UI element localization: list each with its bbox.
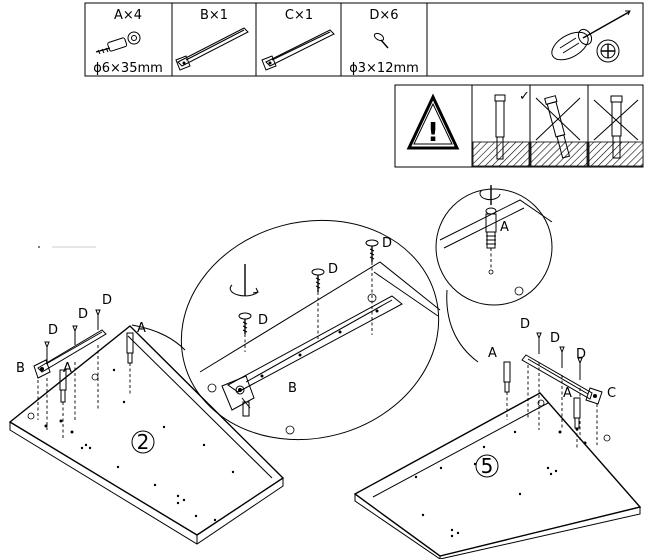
callout-a-left-2: A: [63, 361, 72, 376]
panel-step-2: 2 D: [8, 293, 285, 545]
callout-d-zoom-3: D: [258, 313, 268, 328]
panel-holes-right: [414, 399, 611, 538]
callout-a-right-2: A: [563, 386, 572, 401]
warning-table: ! ✓: [394, 84, 644, 168]
callout-d-zoom-1: D: [382, 236, 392, 251]
part-d-label: D×6: [369, 8, 398, 23]
part-c-cell: C×1: [261, 8, 335, 71]
correct-bolt-cell: ✓: [472, 89, 530, 167]
callout-a-zoom: A: [500, 220, 509, 235]
part-d-cell: D×6 ϕ3×12mm: [349, 8, 419, 76]
part-a-cell: A×4 ϕ6×35mm: [93, 8, 163, 76]
warning-triangle-icon: !: [406, 93, 460, 150]
bracket-b-left: [33, 329, 107, 379]
warning-symbol: !: [427, 118, 439, 148]
callout-c-right: C: [607, 386, 616, 401]
screwdriver-tip-icon: [229, 264, 259, 297]
callout-a-left-1: A: [137, 321, 146, 336]
callout-d-right-1: D: [520, 317, 530, 332]
screws-d-left: [37, 309, 101, 430]
callout-d-left-3: D: [48, 323, 58, 338]
callout-d-right-3: D: [576, 347, 586, 362]
callout-d-zoom-2: D: [328, 262, 338, 277]
part-d-spec: ϕ3×12mm: [349, 61, 419, 76]
phillips-head-icon: [596, 39, 620, 63]
step-number-5: 5: [475, 454, 499, 478]
incorrect-bolt-tilted-cell: [530, 95, 588, 167]
panel-step-5: 5 D D: [353, 317, 642, 559]
callout-d-right-2: D: [550, 331, 560, 346]
callout-a-right-1: A: [488, 346, 497, 361]
correct-check-icon: ✓: [519, 89, 530, 104]
svg-text:2: 2: [137, 430, 150, 454]
cam-bolt-a-left-1: [59, 369, 67, 440]
cam-bolt-a-right-1: [503, 361, 511, 420]
screws-d-zoom: [238, 239, 379, 352]
part-b-cell: B×1: [175, 8, 249, 71]
callout-d-left-1: D: [102, 293, 112, 308]
cam-bolt-icon: [95, 31, 141, 55]
step-number-2: 2: [131, 430, 155, 454]
cam-bolt-a-right-2: [573, 397, 581, 448]
rail-bracket-c-icon: [261, 29, 335, 71]
panel-holes: [27, 368, 235, 522]
cross-mark-icon: [535, 97, 581, 141]
zoom-detail-bracket: D D D B: [131, 219, 441, 441]
callout-d-left-2: D: [78, 307, 88, 322]
callout-b-zoom: B: [288, 381, 297, 396]
cam-bolt-a-left-2: [126, 332, 134, 395]
parts-table: A×4 ϕ6×35mm B×1 C×1: [84, 2, 644, 77]
cross-mark-icon: [593, 99, 639, 141]
rail-bracket-b-icon: [175, 27, 249, 71]
screw-d-icon: [373, 32, 389, 49]
cam-bolt-zoom-icon: [485, 207, 497, 275]
part-b-label: B×1: [200, 8, 228, 23]
part-c-label: C×1: [285, 8, 313, 23]
bracket-c-right: [521, 354, 603, 405]
tool-cell: [551, 10, 631, 63]
incorrect-bolt-bent-cell: [588, 95, 644, 167]
part-a-label: A×4: [114, 8, 142, 23]
zoom-detail-cam-bolt: A: [435, 185, 553, 363]
screws-d-right: [527, 332, 598, 445]
part-a-spec: ϕ6×35mm: [93, 61, 163, 76]
callout-b-left: B: [16, 361, 25, 376]
screwdriver-icon: [551, 10, 631, 61]
svg-text:5: 5: [481, 454, 494, 478]
